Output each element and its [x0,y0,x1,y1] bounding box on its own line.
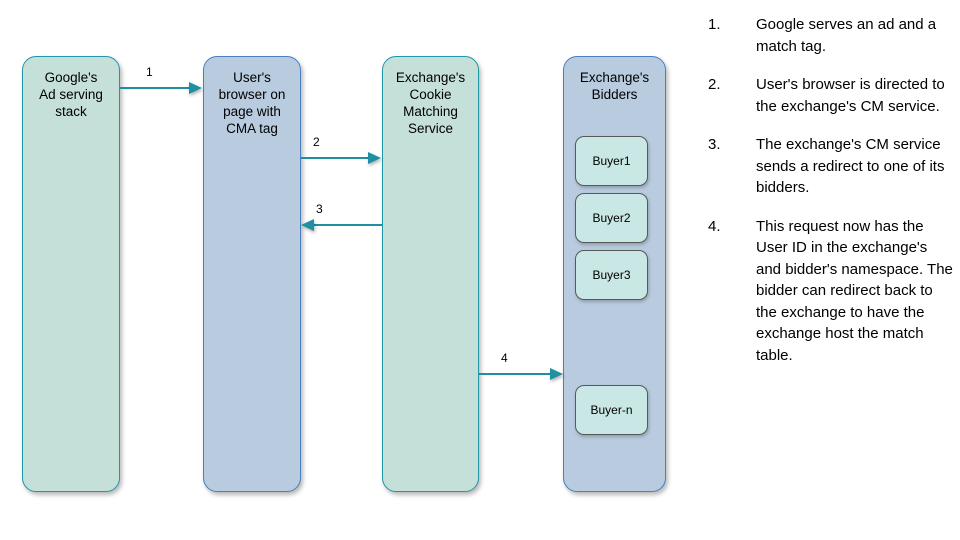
list-item-text: Google serves an ad and a match tag. [756,16,937,55]
list-item: 1. Google serves an ad and a match tag. [708,14,954,57]
list-item-number: 3. [708,136,721,153]
process-box-label: Exchange's Cookie Matching Service [395,70,466,136]
buyer-box: Buyer1 [575,136,648,186]
list-item-text: This request now has the User ID in the … [756,217,953,364]
buyer-label: Buyer2 [592,211,631,225]
flow-arrow-1-line [120,87,190,89]
list-item: 2. User's browser is directed to the exc… [708,74,954,117]
process-box-user-browser: User's browser on page with CMA tag [203,56,301,492]
buyer-label: Buyer1 [592,154,631,168]
buyer-box: Buyer2 [575,193,648,243]
list-item: 3. The exchange's CM service sends a red… [708,134,954,199]
process-box-label: User's browser on page with CMA tag [218,70,286,136]
arrow-head-right-icon [189,81,202,94]
arrow-head-left-icon [301,218,314,231]
arrow-head-right-icon [368,151,381,164]
buyer-label: Buyer3 [592,268,631,282]
buyer-box: Buyer-n [575,385,648,435]
flow-arrow-4-line [479,373,551,375]
list-item-text: The exchange's CM service sends a redire… [756,136,945,196]
process-box-label: Google's Ad serving stack [39,70,103,119]
list-item-number: 1. [708,16,721,33]
list-item: 4. This request now has the User ID in t… [708,216,954,367]
flow-arrow-3-line [314,224,382,226]
flow-arrow-3-number: 3 [316,202,323,216]
list-item-number: 2. [708,76,721,93]
buyer-label: Buyer-n [590,403,633,417]
process-box-cookie-matching-service: Exchange's Cookie Matching Service [382,56,479,492]
process-box-ad-serving-stack: Google's Ad serving stack [22,56,120,492]
flow-arrow-1-number: 1 [146,65,153,79]
buyer-box: Buyer3 [575,250,648,300]
list-item-number: 4. [708,217,721,235]
flow-arrow-2-number: 2 [313,135,320,149]
arrow-head-right-icon [550,367,563,380]
numbered-steps-list: 1. Google serves an ad and a match tag. … [708,14,954,383]
process-box-label: Exchange's Bidders [579,70,650,102]
list-item-text: User's browser is directed to the exchan… [756,76,945,115]
flow-arrow-4-number: 4 [501,351,508,365]
flow-arrow-2-line [301,157,369,159]
